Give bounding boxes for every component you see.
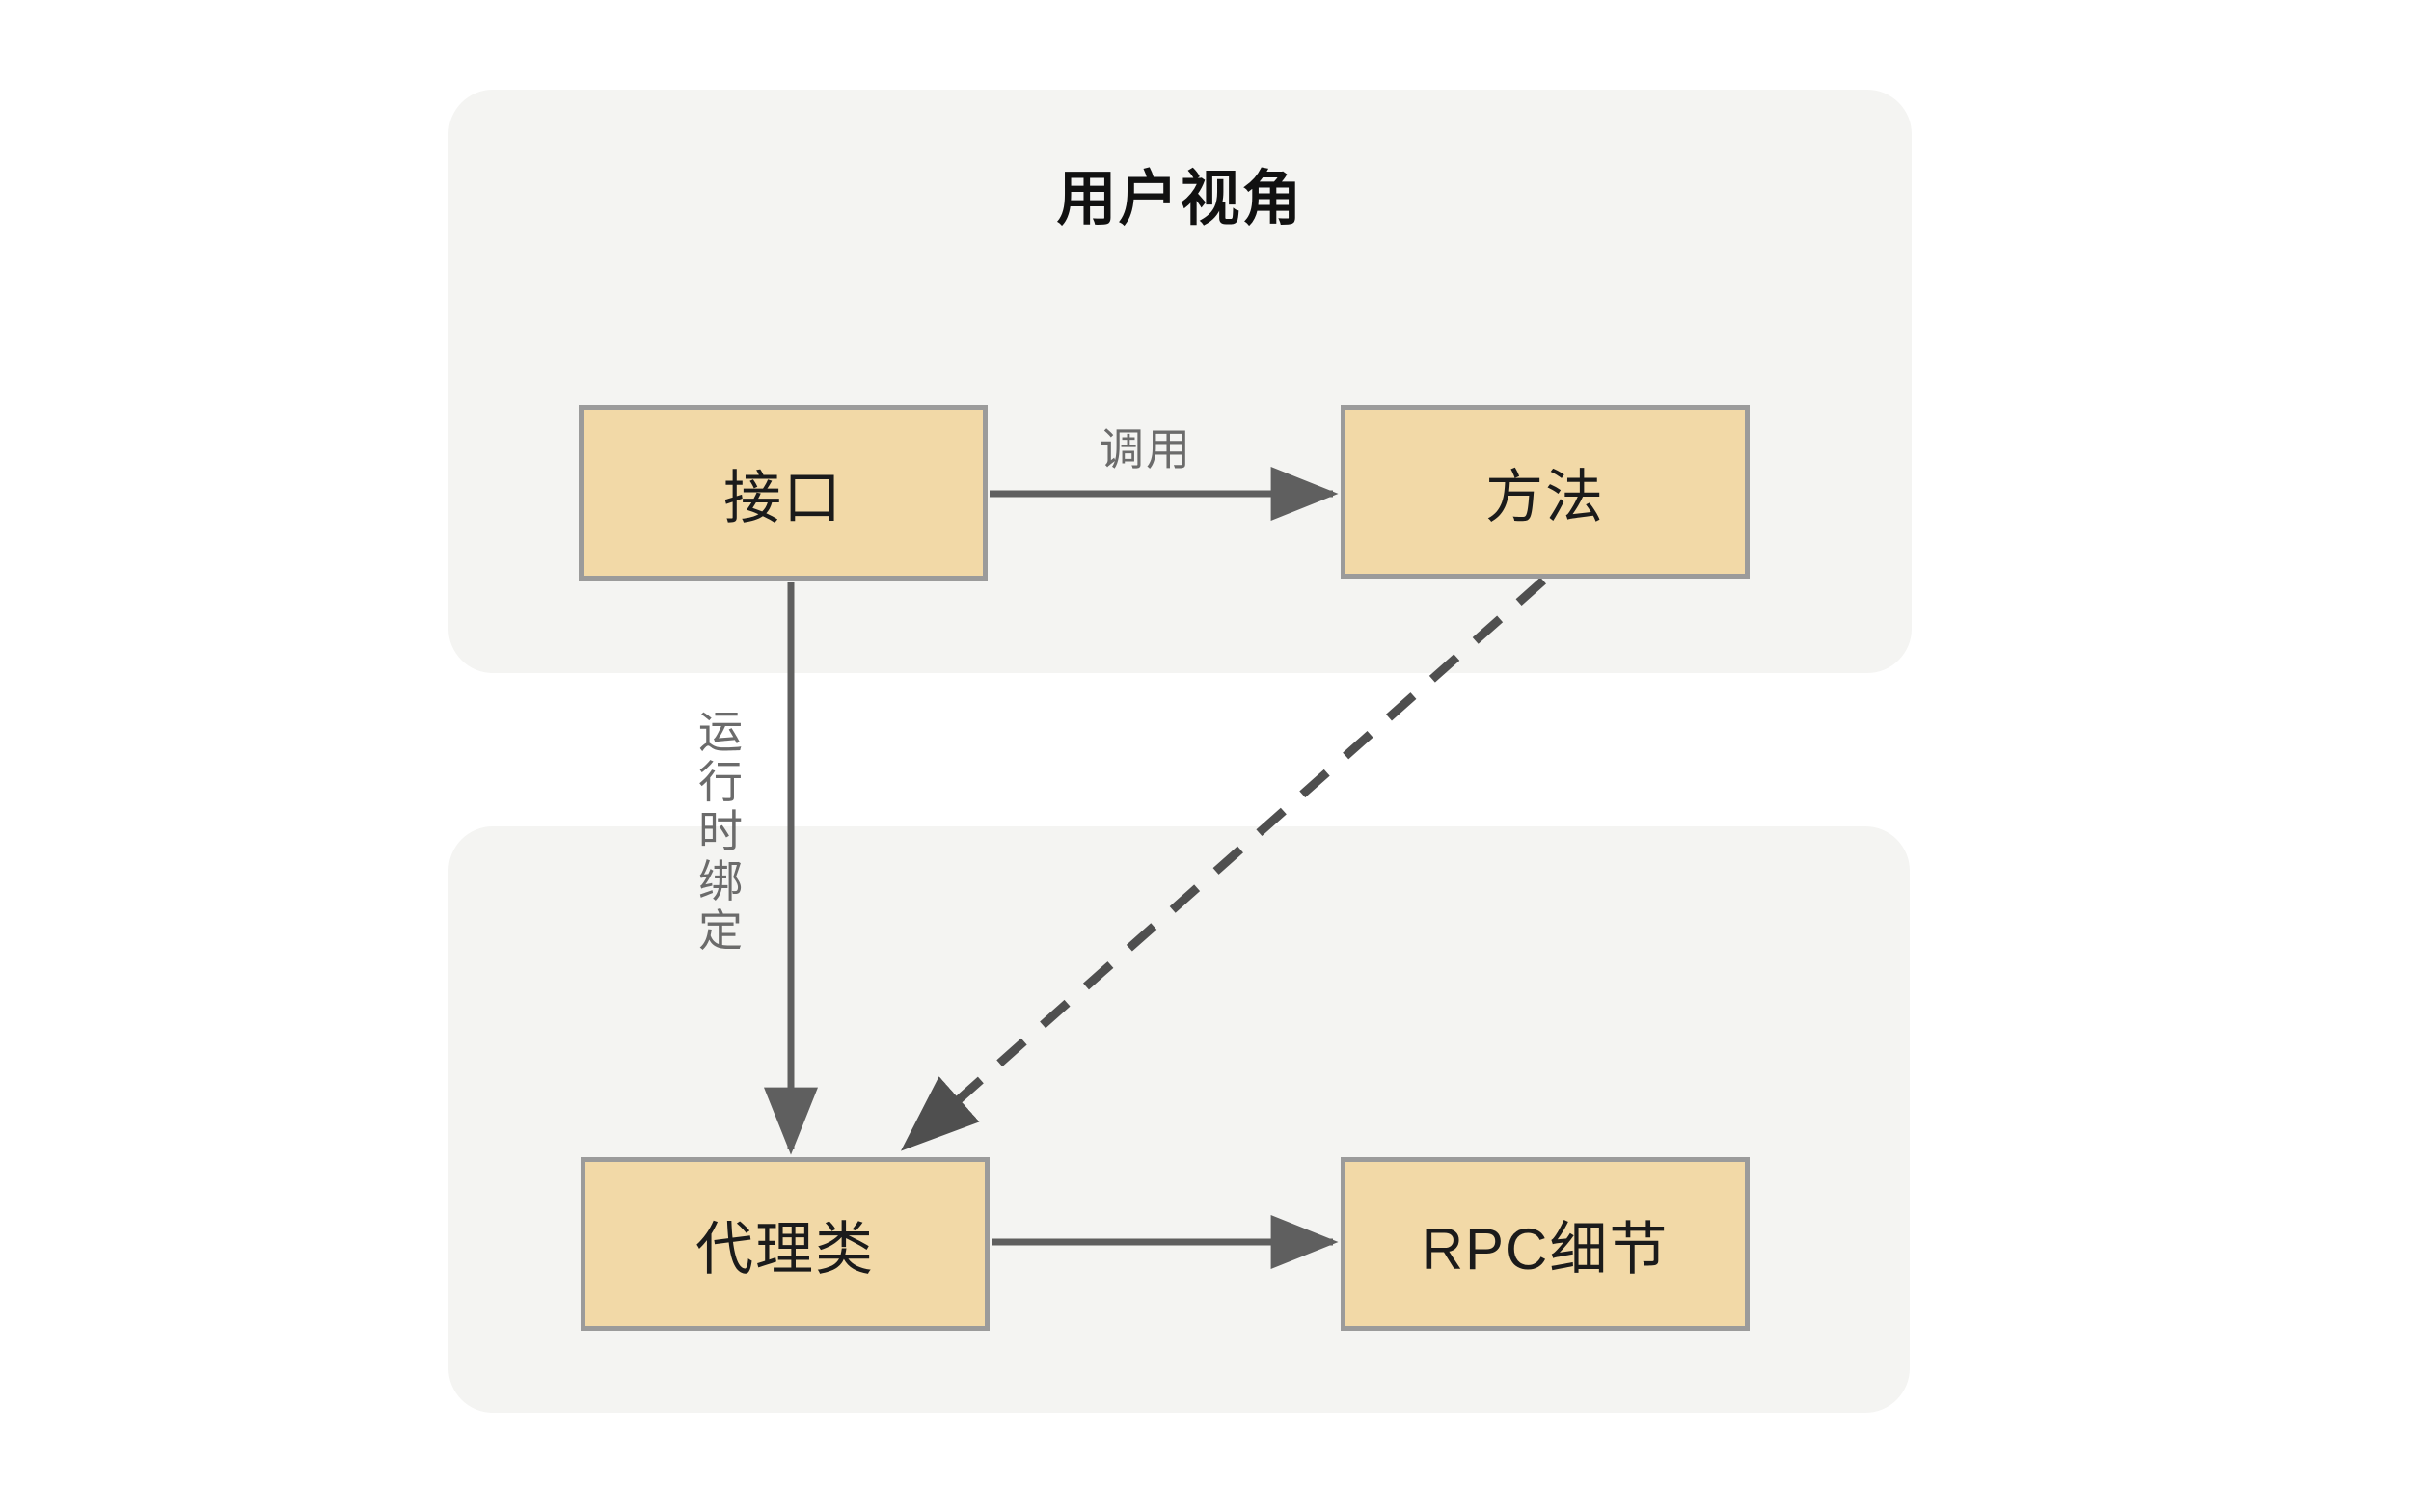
- node-interface[interactable]: 接口: [579, 405, 988, 580]
- node-rpc[interactable]: RPC细节: [1341, 1157, 1750, 1331]
- edge-label-call: 调用: [1100, 424, 1192, 474]
- edge-label-runtime-bind-char: 绑: [698, 855, 745, 906]
- node-proxy[interactable]: 代理类: [581, 1157, 990, 1331]
- panel-user-view: 用户视角: [448, 90, 1912, 673]
- panel-user-view-title: 用户视角: [1056, 166, 1304, 232]
- edge-label-runtime-bind-char: 行: [698, 756, 745, 807]
- node-method[interactable]: 方法: [1341, 405, 1750, 579]
- edge-label-runtime-bind-char: 时: [698, 806, 745, 857]
- edge-label-runtime-bind-char: 运: [698, 707, 745, 757]
- node-method-label: 方法: [1485, 464, 1605, 529]
- node-rpc-label: RPC细节: [1421, 1216, 1670, 1282]
- edge-label-runtime-bind: 运行时绑定: [693, 707, 750, 957]
- edge-label-runtime-bind-char: 定: [698, 905, 745, 957]
- node-proxy-label: 代理类: [695, 1216, 875, 1282]
- node-interface-label: 接口: [723, 465, 843, 530]
